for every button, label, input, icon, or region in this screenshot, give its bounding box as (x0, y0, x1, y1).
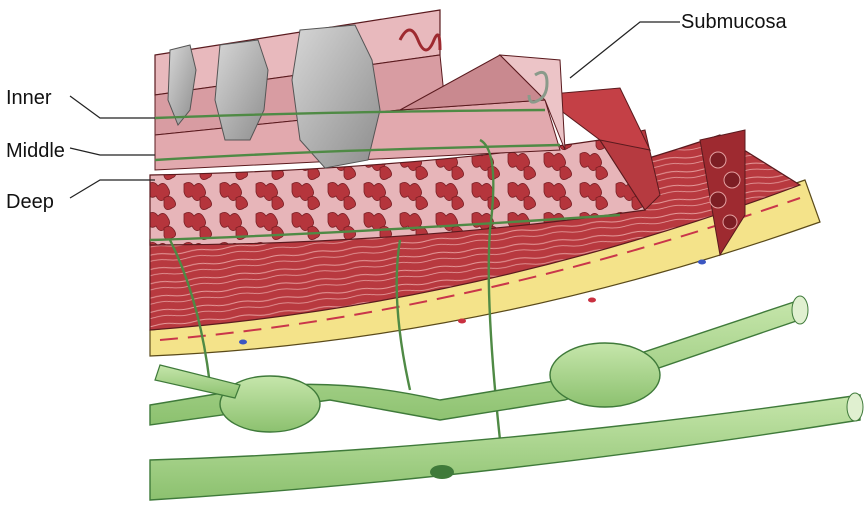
label-inner: Inner (6, 88, 52, 108)
label-submucosa: Submucosa (681, 12, 787, 32)
label-middle: Middle (6, 141, 65, 161)
label-deep: Deep (6, 192, 54, 212)
